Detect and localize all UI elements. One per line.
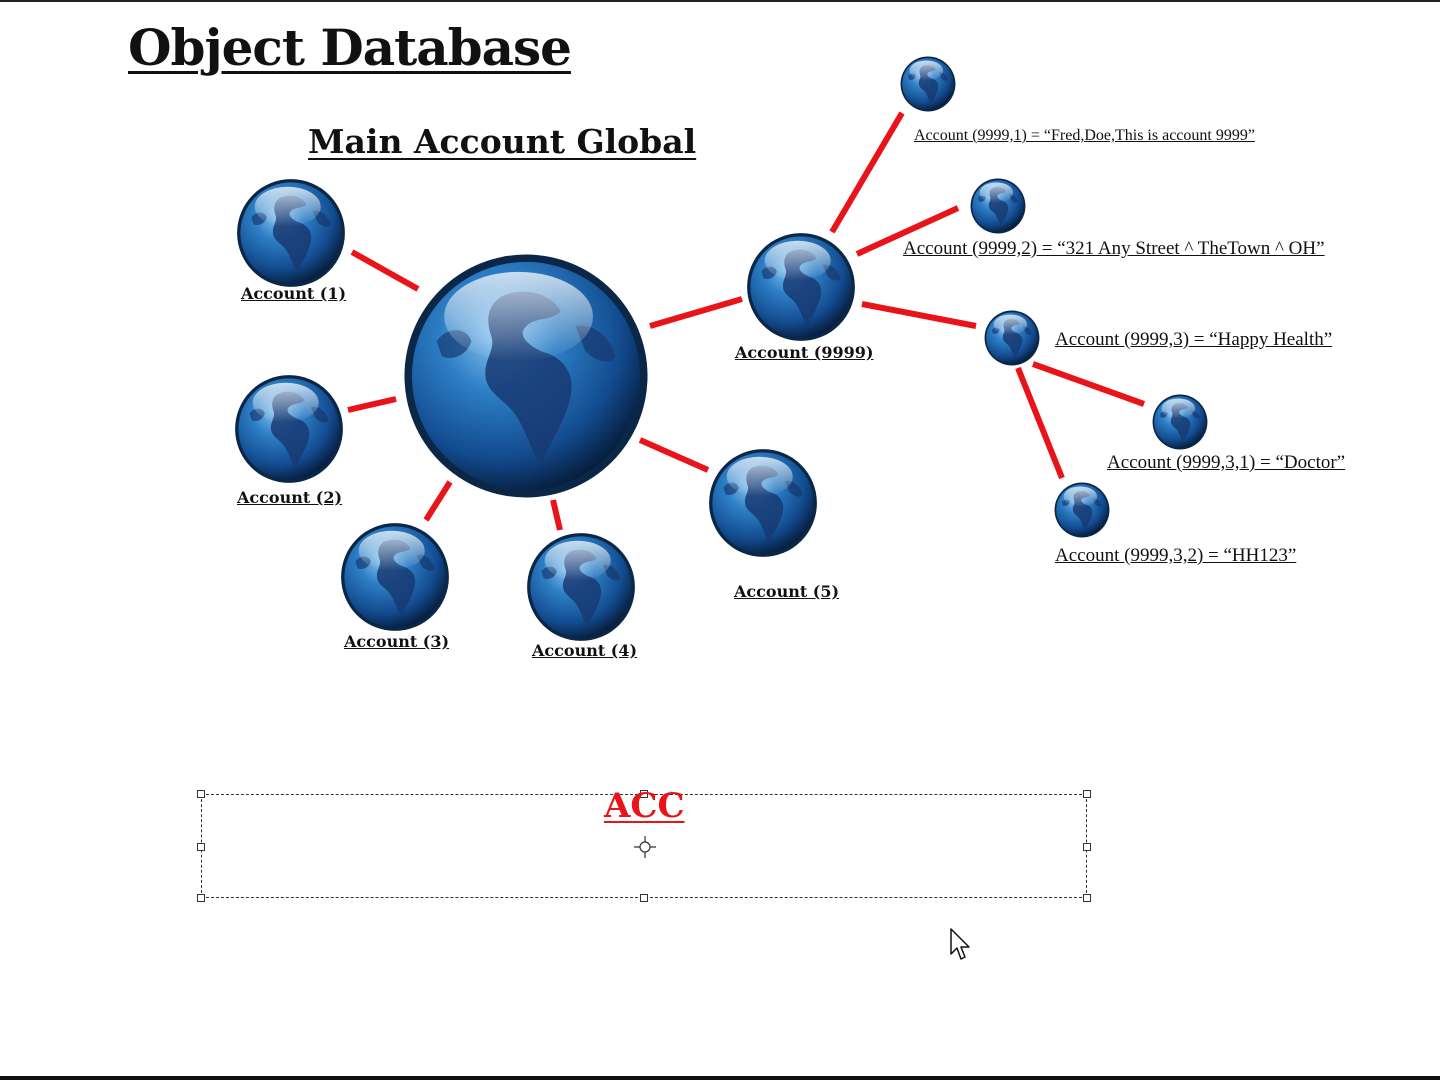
resize-handle-bottom[interactable] [640, 894, 648, 902]
globe-icon [984, 310, 1040, 366]
bottom-border [0, 1076, 1440, 1080]
link-main-account9999 [649, 296, 743, 329]
link-main-account1 [350, 249, 420, 292]
resize-handle-top-left[interactable] [197, 790, 205, 798]
account-2-label: Account (2) [237, 488, 343, 507]
link-9999-s3 [861, 301, 977, 329]
resize-handle-right[interactable] [1083, 843, 1091, 851]
top-border [0, 0, 1440, 2]
globe-icon [1054, 482, 1110, 538]
subscript-9999-2-label: Account (9999,2) = “321 Any Street ^ The… [903, 238, 1325, 259]
resize-handle-left[interactable] [197, 843, 205, 851]
move-handle-icon[interactable] [634, 836, 656, 858]
account-5-label: Account (5) [734, 582, 840, 601]
subscript-9999-3-label: Account (9999,3) = “Happy Health” [1055, 329, 1333, 350]
link-s3-s31 [1031, 361, 1146, 407]
link-s3-s32 [1015, 366, 1065, 480]
globe-icon [747, 233, 855, 341]
account-9999-label: Account (9999) [735, 343, 874, 362]
subscript-9999-3-2-label: Account (9999,3,2) = “HH123” [1055, 545, 1297, 566]
link-9999-s2 [855, 205, 960, 257]
subscript-9999-1-label: Account (9999,1) = “Fred,Doe,This is acc… [914, 127, 1255, 144]
globe-icon [1152, 394, 1208, 450]
link-main-account2 [347, 396, 397, 413]
resize-handle-top[interactable] [640, 790, 648, 798]
slide-title: Object Database [128, 18, 572, 77]
textbox-text[interactable]: ACC [604, 786, 685, 826]
globe-icon [709, 449, 817, 557]
link-main-account5 [638, 437, 710, 473]
link-9999-s1 [829, 111, 905, 234]
globe-icon [900, 56, 956, 112]
globe-icon [404, 254, 648, 498]
globe-icon [527, 533, 635, 641]
account-4-label: Account (4) [532, 641, 638, 660]
link-main-account4 [550, 499, 563, 531]
subscript-9999-3-1-label: Account (9999,3,1) = “Doctor” [1107, 452, 1346, 473]
mouse-pointer-icon [950, 928, 970, 960]
resize-handle-bottom-left[interactable] [197, 894, 205, 902]
globe-icon [237, 179, 345, 287]
link-main-account3 [423, 480, 453, 522]
resize-handle-top-right[interactable] [1083, 790, 1091, 798]
account-1-label: Account (1) [241, 284, 347, 303]
globe-icon [341, 523, 449, 631]
account-3-label: Account (3) [344, 632, 450, 651]
global-title: Main Account Global [308, 122, 697, 161]
globe-icon [235, 375, 343, 483]
resize-handle-bottom-right[interactable] [1083, 894, 1091, 902]
connector-lines [347, 111, 1146, 531]
globe-icon [970, 178, 1026, 234]
